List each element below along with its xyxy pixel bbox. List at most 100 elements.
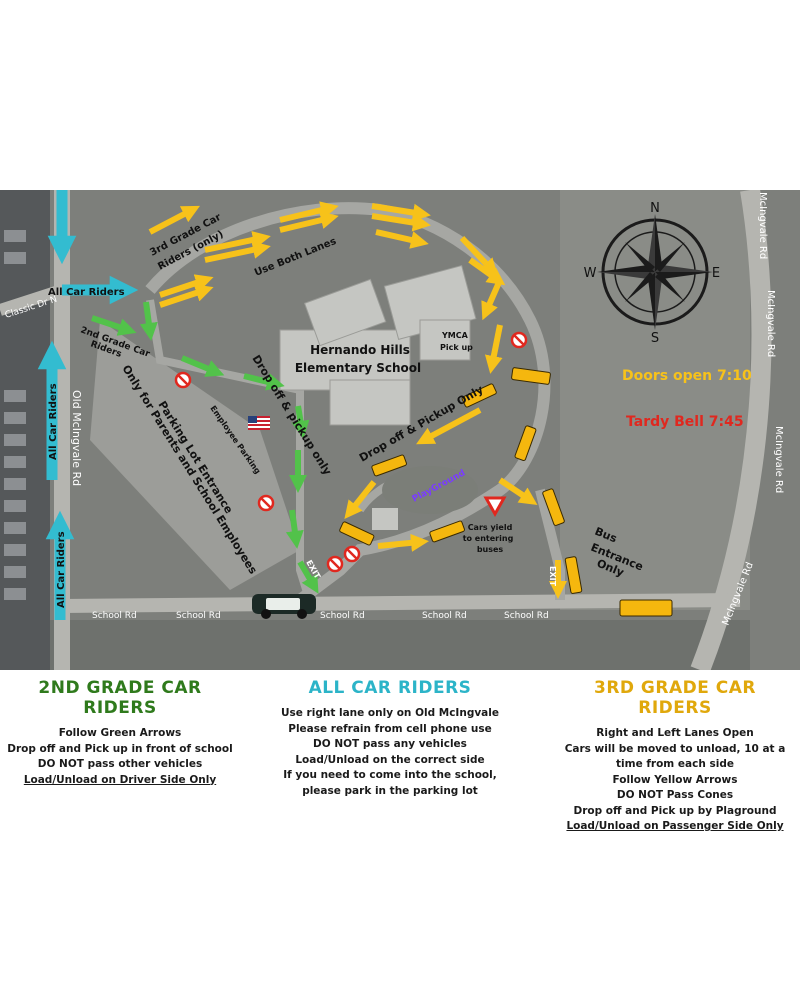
bus-icon [461, 383, 497, 408]
all-car-line: please park in the parking lot [302, 784, 478, 797]
bus-icon [371, 454, 407, 477]
second-grade-line: Follow Green Arrows [58, 727, 182, 739]
green-arrow [91, 315, 137, 336]
third-grade-line: Load/Unload on Passenger Side Only [566, 820, 784, 832]
doors-open-time: Doors open 7:10 [622, 368, 752, 384]
yellow-arrow [279, 201, 339, 223]
yellow-arrow [204, 241, 271, 263]
tardy-bell-time: Tardy Bell 7:45 [626, 414, 744, 430]
yellow-arrow [371, 203, 431, 222]
street-mcingvale-3: McIngvale Rd [773, 426, 784, 493]
no-entry-icon [326, 555, 344, 573]
police-car-icon [252, 594, 316, 619]
third-grade-line: Drop off and Pick up by Plaground [573, 804, 777, 817]
yellow-arrow [375, 229, 429, 249]
school-building [279, 264, 477, 426]
label-cars-yield-2: to entering [463, 534, 514, 543]
bus-icon [619, 599, 673, 617]
street-school-rd-2: School Rd [176, 611, 221, 621]
instructions-panel: 2nd Grade Car Riders Follow Green Arrows… [0, 678, 800, 832]
green-arrow [291, 405, 310, 439]
yellow-arrow [468, 257, 506, 286]
third-grade-section: 3rd Grade Car Riders Right and Left Lane… [555, 678, 795, 835]
yield-sign-icon [483, 496, 507, 518]
bus-icon [429, 520, 465, 543]
label-ymca-1: YMCA [441, 331, 469, 340]
yellow-arrow [204, 231, 271, 253]
green-arrows [91, 301, 319, 594]
green-arrow [285, 509, 304, 549]
second-grade-title: 2nd Grade Car Riders [38, 678, 202, 718]
yellow-arrow [159, 274, 214, 298]
no-entry-icon [343, 545, 361, 563]
yellow-arrow [377, 533, 429, 552]
no-entry-signs [174, 331, 528, 573]
label-school-name-1: Hernando Hills [310, 343, 410, 357]
neighborhood-houses [4, 230, 26, 600]
second-grade-section: 2nd Grade Car Riders Follow Green Arrows… [0, 678, 240, 788]
compass-north: N [650, 201, 660, 216]
bus-icon [339, 521, 375, 546]
label-all-car-riders-top: All Car Riders [48, 287, 125, 298]
yellow-arrow [159, 284, 214, 308]
third-grade-line: DO NOT Pass Cones [616, 789, 734, 801]
us-flag-icon [248, 416, 270, 430]
street-school-rd-3: School Rd [320, 611, 365, 621]
green-arrow [297, 560, 319, 594]
all-car-line: DO NOT pass any vehicles [313, 738, 467, 750]
all-car-title: All Car Riders [308, 678, 472, 698]
second-grade-line: Load/Unload on Driver Side Only [23, 773, 217, 786]
all-car-section: All Car Riders Use right lane only on Ol… [270, 678, 510, 799]
yellow-arrow [344, 480, 377, 520]
green-arrow [180, 355, 225, 377]
green-arrow [243, 373, 285, 391]
parking-lot [90, 320, 300, 590]
bus-icon [564, 556, 583, 594]
no-entry-icon [510, 331, 528, 349]
street-mcingvale-2: McIngvale Rd [765, 290, 776, 357]
label-school-name-2: Elementary School [295, 361, 421, 375]
compass-east: E [712, 266, 720, 281]
yellow-arrow [459, 235, 499, 277]
all-car-line: Use right lane only on Old McIngvale [281, 707, 499, 719]
bus-icon [514, 425, 537, 461]
yellow-arrow [481, 278, 503, 321]
label-all-car-riders-side-2: All Car Riders [56, 531, 67, 608]
yellow-arrow [416, 407, 482, 445]
street-school-rd-4: School Rd [422, 611, 467, 621]
playground-area [372, 466, 478, 530]
all-car-line: Please refrain from cell phone use [288, 722, 492, 735]
street-school-rd-1: School Rd [92, 611, 137, 621]
label-cars-yield-3: buses [477, 545, 504, 554]
compass-west: W [584, 266, 597, 281]
classic-dr-road [0, 284, 64, 316]
yellow-arrows [148, 201, 567, 599]
compass-rose-icon [597, 214, 713, 330]
yellow-arrow [484, 324, 503, 374]
third-grade-line: Cars will be moved to unload, 10 at a [564, 742, 786, 755]
third-grade-line: time from each side [616, 758, 734, 770]
bus-icon [542, 488, 565, 526]
second-grade-line: DO NOT pass other vehicles [37, 758, 203, 770]
label-ymca-2: Pick up [440, 343, 473, 352]
street-old-mcingvale: Old McIngvale Rd [70, 390, 83, 486]
yellow-arrow [279, 211, 339, 233]
green-arrow [139, 301, 158, 341]
campus-map: N S E W [0, 190, 800, 670]
no-entry-icon [257, 494, 275, 512]
street-school-rd-5: School Rd [504, 611, 549, 621]
yellow-arrow [371, 213, 431, 232]
compass-south: S [651, 331, 659, 346]
no-entry-icon [174, 371, 192, 389]
all-car-line: Load/Unload on the correct side [295, 753, 485, 766]
third-grade-line: Follow Yellow Arrows [612, 773, 738, 786]
yellow-arrow [148, 205, 200, 235]
cyan-arrows [37, 190, 139, 620]
label-cars-yield-1: Cars yield [468, 523, 513, 532]
label-all-car-riders-side-1: All Car Riders [48, 383, 59, 460]
campus-loop-road [145, 202, 551, 605]
south-field [50, 620, 750, 670]
yellow-arrow [498, 477, 538, 505]
third-grade-title: 3rd Grade Car Riders [593, 678, 756, 718]
street-mcingvale-1: McIngvale Rd [757, 192, 768, 259]
